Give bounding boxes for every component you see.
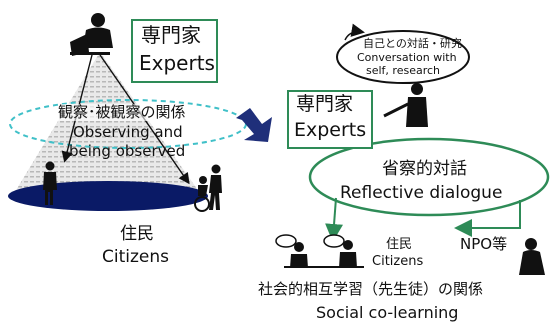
right-expert-label-en: Experts <box>294 119 367 141</box>
bubble-label-jp: 自己との対話・研究 <box>363 37 462 50</box>
left-citizens-en: Citizens <box>102 247 169 267</box>
dialogue-arrow-citizens <box>325 197 344 242</box>
standing-citizen-icon <box>43 161 57 205</box>
right-citizens-en: Citizens <box>372 254 424 269</box>
citizens-talking-icon <box>275 234 364 268</box>
observation-cone <box>8 52 208 211</box>
relation-label-en-2: being observed <box>69 142 186 160</box>
expert-pointing-icon <box>383 83 428 127</box>
bubble-label-en-2: self, research <box>366 64 441 77</box>
npo-label: NPO等 <box>460 235 508 253</box>
left-expert-label-en: Experts <box>139 51 215 75</box>
self-dialogue-bubble <box>336 30 470 84</box>
bubble-label-en-1: Conversation with <box>357 51 457 64</box>
relation-label-en-1: Observing and <box>73 123 183 141</box>
dialogue-label-en: Reflective dialogue <box>340 183 503 203</box>
colearning-label-en: Social co-learning <box>316 303 459 322</box>
relation-label-jp: 観察･被観察の関係 <box>58 103 186 121</box>
dialogue-label-jp: 省察的対話 <box>382 159 467 179</box>
colearning-label-jp: 社会的相互学習（先生徒）の関係 <box>258 280 484 298</box>
reflective-dialogue-ellipse <box>308 137 550 217</box>
wheelchair-icon <box>194 164 222 212</box>
left-expert-label-box: 専門家 Experts <box>131 19 218 83</box>
right-citizens-jp: 住民 <box>386 237 413 252</box>
right-expert-label-box: 専門家 Experts <box>287 90 373 149</box>
left-citizens-jp: 住民 <box>120 224 154 244</box>
right-expert-label-jp: 専門家 <box>296 93 354 115</box>
transition-arrow <box>236 108 272 142</box>
self-dialogue-loop-arrow <box>344 23 365 41</box>
expert-laptop-icon <box>70 13 113 56</box>
npo-person-icon <box>519 238 545 275</box>
left-expert-label-jp: 専門家 <box>141 23 201 47</box>
dialogue-arrow-npo <box>454 200 521 237</box>
